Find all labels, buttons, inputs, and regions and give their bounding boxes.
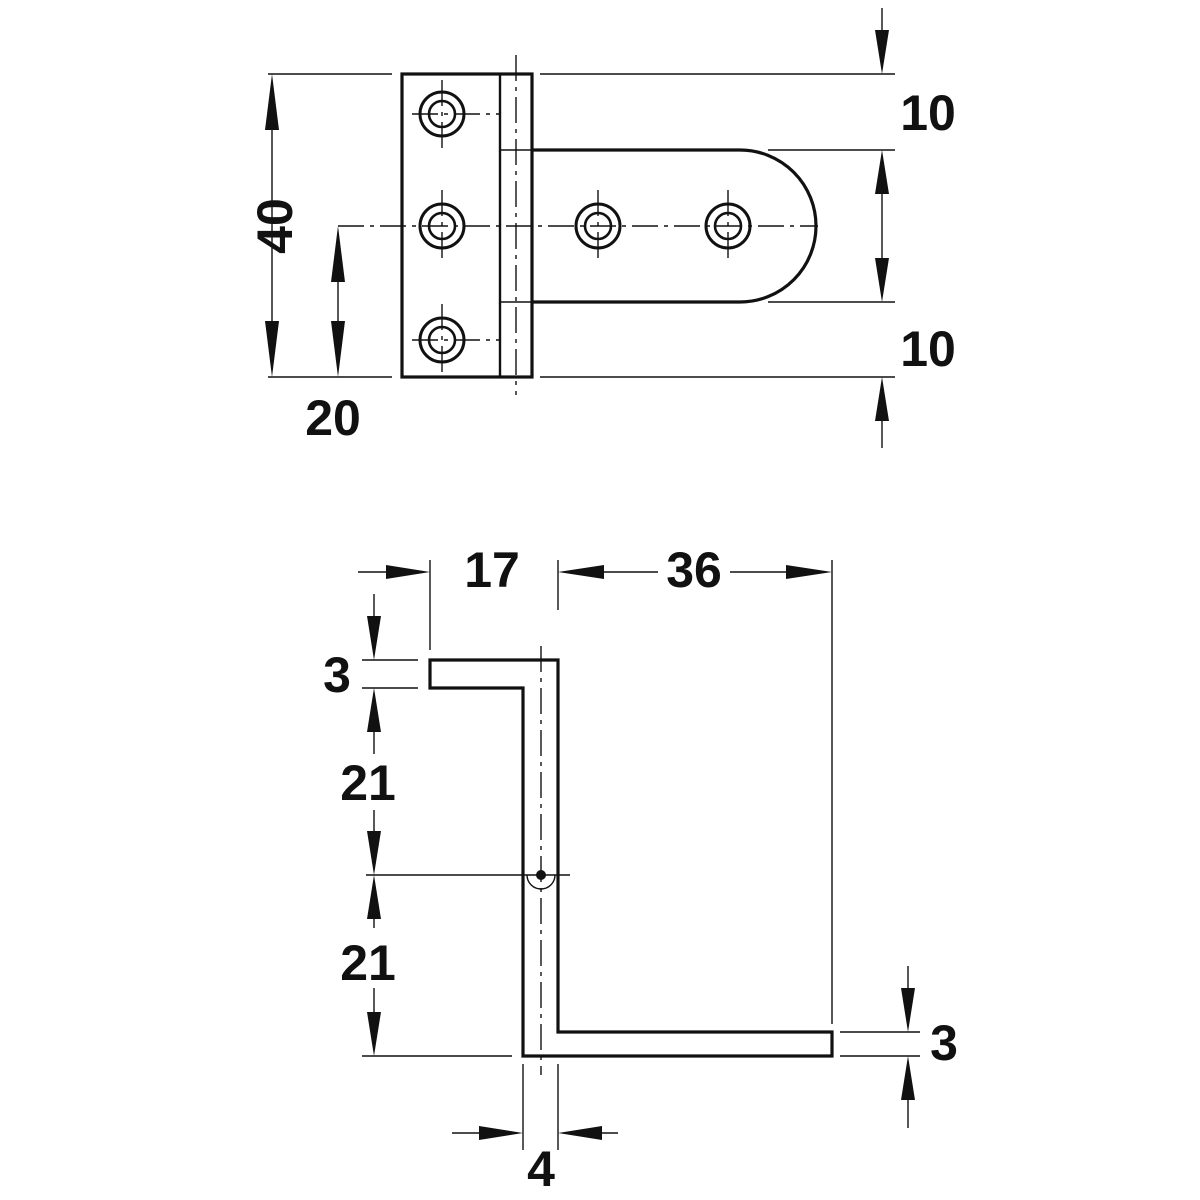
dim-3-top-label: 3 [323, 647, 351, 703]
dim-10-bottom-label: 10 [900, 321, 956, 377]
dim-10-top-label: 10 [900, 85, 956, 141]
side-profile-outline [428, 658, 834, 1058]
hole-tongue-inner [574, 202, 622, 250]
dim-3-bottom-arrows [901, 966, 915, 1128]
dim-20-line [331, 226, 345, 377]
dim-21-lower-arrows [367, 875, 381, 1056]
dim-4-label: 4 [527, 1141, 555, 1197]
hole-bottom-left [418, 316, 466, 364]
dim-3-top-arrows [367, 594, 381, 754]
dim-20-label: 20 [305, 390, 361, 446]
dim-3-bottom-label: 3 [930, 1015, 958, 1071]
dim-40-label: 40 [247, 198, 303, 254]
hole-middle-left [418, 202, 466, 250]
dim-17-label: 17 [464, 542, 520, 598]
hole-center-marks [412, 80, 729, 374]
pivot-dot [536, 870, 546, 880]
dim-10-top-arrows [875, 8, 889, 448]
dim-36-line [558, 565, 832, 579]
dim-40-line [265, 74, 279, 377]
top-extension-lines [268, 73, 895, 378]
pivot-arc [526, 874, 556, 890]
hole-top-left [418, 90, 466, 138]
side-extension-lines [362, 560, 920, 1150]
side-view: 17 36 3 21 21 [323, 542, 958, 1197]
dim-21-upper-arrow [367, 810, 381, 875]
dim-17-arrow [358, 565, 430, 579]
dim-21-lower-label: 21 [340, 935, 396, 991]
dim-4-arrows [452, 1126, 618, 1140]
dim-21-upper-label: 21 [340, 755, 396, 811]
top-view: 40 20 10 10 [247, 8, 956, 448]
hole-tongue-outer [704, 202, 752, 250]
dim-36-label: 36 [666, 542, 722, 598]
